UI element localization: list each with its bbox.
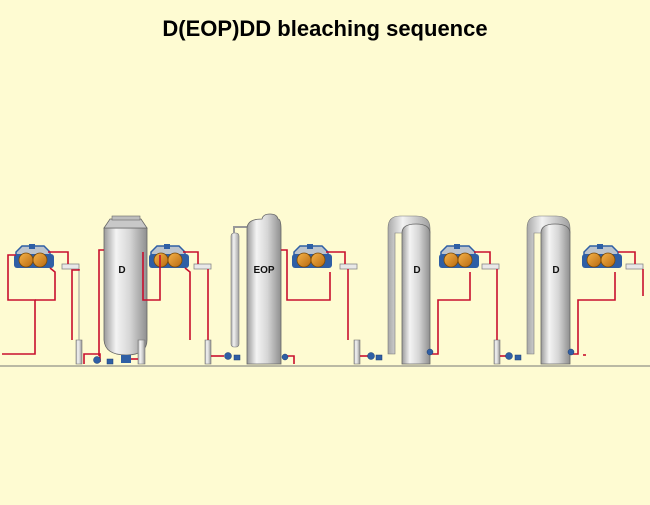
pump-set (93, 348, 575, 365)
washer-3 (292, 244, 332, 268)
washer-4 (439, 244, 479, 268)
filtrate-tank-1 (61, 263, 83, 365)
tower-2-eop: EOP (230, 213, 282, 365)
diagram-title: D(EOP)DD bleaching sequence (162, 16, 488, 41)
tower-4-d: D (526, 215, 571, 365)
tower-1-label: D (118, 265, 125, 276)
washer-1 (14, 244, 54, 268)
washer-2 (149, 244, 189, 268)
tower-2-label: EOP (253, 265, 274, 276)
tower-3-d: D (387, 215, 431, 365)
tower-3-label: D (413, 265, 420, 276)
process-piping (2, 249, 644, 364)
filtrate-tank-5 (625, 263, 644, 270)
washer-5 (582, 244, 622, 268)
filtrate-tank-3 (339, 263, 361, 365)
tower-1-d: D (103, 215, 148, 365)
tower-4-label: D (552, 265, 559, 276)
